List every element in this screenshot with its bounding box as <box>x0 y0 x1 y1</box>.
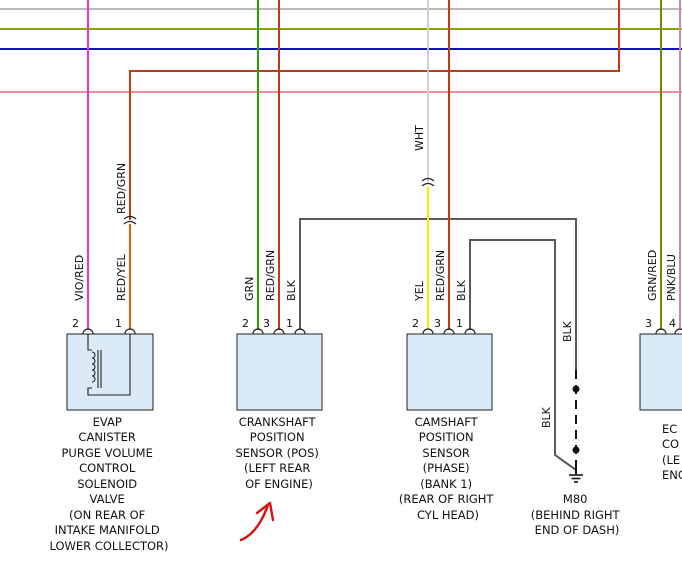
wire-label-red-grn-crank: RED/GRN <box>264 250 277 301</box>
ecm-caption: EC CO (LE ENG <box>662 422 682 482</box>
inline-connector-cam <box>421 177 435 187</box>
cam-sensor-box <box>406 333 493 411</box>
pin-number: 3 <box>263 317 270 330</box>
cam-caption: CAMSHAFT POSITION SENSOR (PHASE) (BANK 1… <box>399 415 497 522</box>
inline-connectors <box>123 177 435 225</box>
component-boxes <box>66 333 682 411</box>
solenoid-coil-icon <box>87 334 131 396</box>
inline-connector-evap <box>123 215 137 225</box>
splice-dot-lower <box>572 446 580 454</box>
wire-label-yel: YEL <box>413 280 426 302</box>
pin-numbers: 2 1 2 3 1 2 3 1 3 4 <box>72 317 676 330</box>
wire-label-pnk-blu: PNK/BLU <box>665 254 678 301</box>
bus-lines <box>0 8 682 93</box>
ground-section <box>569 370 583 483</box>
pin-terminal <box>273 328 285 335</box>
ground-caption: M80 (BEHIND RIGHT END OF DASH) <box>531 492 623 537</box>
wire-label-blk-ground-right: BLK <box>561 320 574 342</box>
pin-terminal <box>464 328 476 335</box>
wire-label-grn-red: GRN/RED <box>646 250 659 301</box>
ecm-box <box>639 333 682 411</box>
pin-number: 3 <box>645 317 652 330</box>
pin-terminal <box>294 328 306 335</box>
wire-red-grn-upper <box>129 0 620 220</box>
evap-caption: EVAP CANISTER PURGE VOLUME CONTROL SOLEN… <box>49 415 168 553</box>
pin-number: 4 <box>669 317 676 330</box>
wire-label-blk-ground-left: BLK <box>540 406 553 428</box>
splice-dot-upper <box>572 385 580 393</box>
pin-terminals <box>82 328 682 335</box>
crank-caption: CRANKSHAFT POSITION SENSOR (POS) (LEFT R… <box>235 415 322 491</box>
pin-terminal <box>443 328 455 335</box>
wire-label-red-grn-cam: RED/GRN <box>434 250 447 301</box>
pin-number: 1 <box>456 317 463 330</box>
ground-symbol-icon <box>569 474 583 483</box>
annotation-arrow-icon <box>239 501 275 542</box>
pin-number: 1 <box>115 317 122 330</box>
pin-number: 2 <box>412 317 419 330</box>
wire-label-red-yel: RED/YEL <box>115 254 128 301</box>
wire-label-wht: WHT <box>413 125 426 151</box>
wire-label-grn: GRN <box>243 277 256 301</box>
component-captions: EVAP CANISTER PURGE VOLUME CONTROL SOLEN… <box>49 415 682 553</box>
wire-labels: VIO/RED RED/YEL RED/GRN GRN RED/GRN BLK … <box>73 125 678 428</box>
wire-label-blk-crank: BLK <box>285 279 298 301</box>
pin-terminal <box>655 328 667 335</box>
pin-terminal <box>82 328 94 335</box>
evap-solenoid-box <box>66 333 154 411</box>
pin-number: 1 <box>286 317 293 330</box>
pin-number: 3 <box>434 317 441 330</box>
crank-sensor-box <box>236 333 323 411</box>
wire-label-blk-cam: BLK <box>455 279 468 301</box>
pin-terminal <box>252 328 264 335</box>
pin-number: 2 <box>242 317 249 330</box>
wire-blk-cam <box>469 239 577 471</box>
pin-number: 2 <box>72 317 79 330</box>
wire-blk-crank <box>299 218 577 370</box>
pin-terminal <box>124 328 136 335</box>
pin-terminal <box>674 328 682 335</box>
wire-label-red-grn-evap: RED/GRN <box>115 163 128 214</box>
wires <box>87 0 681 471</box>
wire-label-vio-red: VIO/RED <box>73 255 86 301</box>
pin-terminal <box>422 328 434 335</box>
